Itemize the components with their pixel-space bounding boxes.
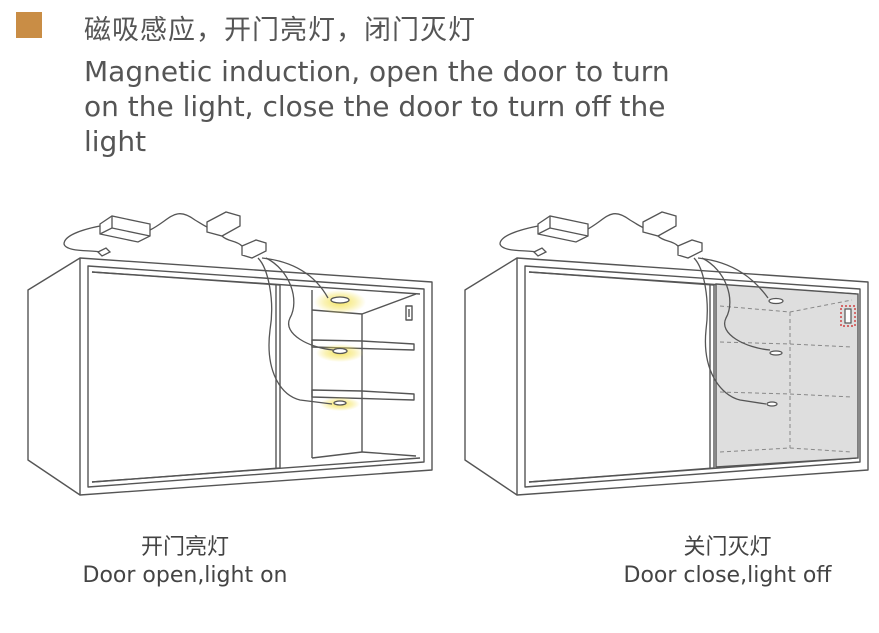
- puck-light-middle-off: [769, 350, 783, 356]
- controller-box-left: [206, 211, 241, 237]
- caption-door-close-cn: 关门灭灯: [683, 535, 772, 560]
- sliding-door-closed: [715, 283, 859, 468]
- cabinet-open: [27, 257, 433, 496]
- magnetic-sensor-closed: [844, 308, 852, 324]
- caption-door-close: 关门灭灯 Door close,light off: [600, 534, 855, 590]
- caption-door-close-en: Door close,light off: [623, 563, 832, 588]
- sliding-door-open: [91, 271, 281, 483]
- junction-hub-right: [677, 239, 703, 259]
- title-english: Magnetic induction, open the door to tur…: [84, 55, 670, 158]
- plug-left: [96, 247, 112, 257]
- puck-light-middle: [332, 347, 348, 355]
- plug-right: [532, 247, 548, 257]
- puck-light-bottom-off: [766, 401, 778, 407]
- junction-hub-left: [241, 239, 267, 259]
- caption-door-open-cn: 开门亮灯: [140, 535, 229, 560]
- shelf-lower: [311, 389, 415, 401]
- caption-door-open: 开门亮灯 Door open,light on: [60, 534, 310, 590]
- puck-light-top-off: [768, 297, 784, 305]
- title-chinese: 磁吸感应，开门亮灯，闭门灭灯: [84, 15, 476, 46]
- caption-door-open-en: Door open,light on: [82, 563, 288, 588]
- magnetic-sensor-highlight: [840, 305, 856, 327]
- puck-light-top: [330, 296, 350, 304]
- puck-light-bottom: [333, 400, 347, 406]
- controller-box-right: [642, 211, 677, 237]
- accent-swatch: [16, 12, 42, 38]
